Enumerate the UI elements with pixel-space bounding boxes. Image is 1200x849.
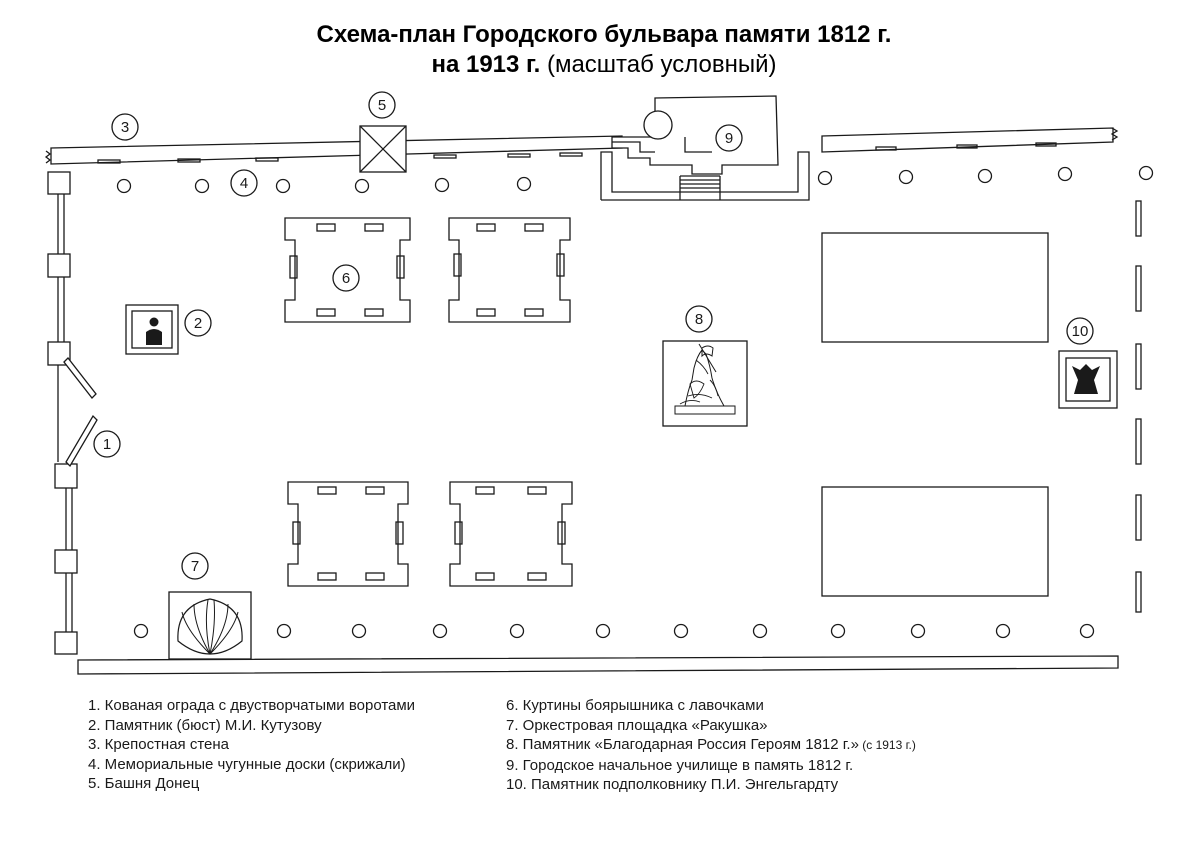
tower-donets-icon: [359, 125, 407, 173]
legend-item-7: 7. Оркестровая площадка «Ракушка»: [506, 716, 768, 734]
lanterns-bottom: [133, 623, 1095, 639]
marker-5: 5: [378, 97, 386, 114]
marker-9: 9: [725, 130, 733, 147]
marker-4: 4: [240, 175, 248, 192]
hawthorn-bed: [287, 481, 409, 587]
legend-item-3: 3. Крепостная стена: [88, 736, 230, 753]
right-fence: [1135, 200, 1142, 613]
marker-3: 3: [121, 119, 129, 136]
school-building: [600, 95, 810, 201]
marker-1: 1: [103, 436, 111, 453]
wall-plaques: [97, 152, 583, 164]
plan-title-line2: на 1913 г. (масштаб условный): [431, 51, 776, 78]
legend-item-8-note: (с 1913 г.): [858, 738, 916, 752]
legend-item-8-row: 8. Памятник «Благодарная Россия Героям 1…: [506, 735, 916, 756]
engelhardt-monument-icon: [1058, 350, 1118, 409]
legend-item-6: 6. Куртины боярышника с лавочками: [506, 697, 764, 714]
marker-6: 6: [342, 270, 350, 287]
legend-item-4: 4. Мемориальные чугунные доски (скрижали…: [88, 755, 406, 773]
marker-10: 10: [1072, 323, 1089, 340]
legend-item-9: 9. Городское начальное училище в память …: [506, 756, 854, 774]
lanterns-top: [116, 165, 1154, 194]
legend-item-8: 8. Памятник «Благодарная Россия Героям 1…: [506, 736, 859, 753]
gate-leaf-upper: [63, 357, 97, 399]
plan-title-line1: Схема-план Городского бульвара памяти 18…: [317, 21, 892, 48]
marker-circles: [93, 91, 1094, 580]
hawthorn-bed: [449, 481, 573, 587]
bottom-wall: [77, 655, 1119, 675]
orchestra-shell-icon: [168, 591, 252, 660]
kutuzov-bust-icon: [125, 304, 179, 355]
marker-8: 8: [695, 311, 703, 328]
lawn-lower: [821, 486, 1049, 597]
marker-2: 2: [194, 315, 202, 332]
wrought-iron-fence: [47, 171, 98, 655]
legend-item-5: 5. Башня Донец: [88, 775, 200, 792]
legend-item-2: 2. Памятник (бюст) М.И. Кутузову: [88, 716, 322, 734]
fortress-wall-right: [821, 127, 1119, 153]
legend-left: 1. Кованая ограда с двустворчатыми ворот…: [88, 696, 415, 794]
gate-leaf-lower: [65, 414, 98, 468]
fortress-wall-left: [44, 135, 623, 165]
plan-title-year: на 1913 г.: [431, 51, 540, 78]
plan-title-scale-note: (масштаб условный): [540, 51, 776, 78]
hawthorn-bed: [448, 217, 571, 323]
grateful-russia-monument-icon: [662, 340, 748, 427]
marker-7: 7: [191, 558, 199, 575]
legend-item-10: 10. Памятник подполковнику П.И. Энгельга…: [506, 776, 839, 793]
legend-item-1: 1. Кованая ограда с двустворчатыми ворот…: [88, 697, 416, 714]
legend-right: 6. Куртины боярышника с лавочками 7. Орк…: [506, 696, 916, 795]
lawn-upper: [821, 232, 1049, 343]
